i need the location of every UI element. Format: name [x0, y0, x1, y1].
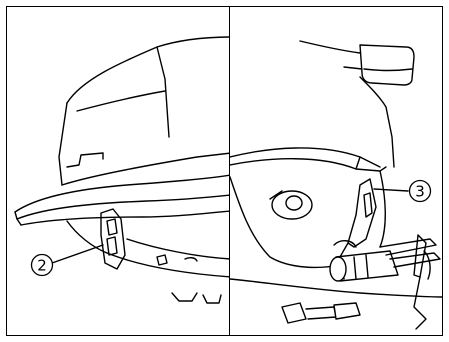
panel-left: 2	[6, 6, 230, 336]
tow-eye-installed-drawing: 3	[230, 7, 443, 336]
callout-2: 2	[32, 255, 53, 276]
front-bumper-tow-eye-drawing: 2	[7, 7, 230, 336]
callout-2-label: 2	[37, 257, 47, 275]
callout-3: 3	[410, 181, 431, 202]
callout-3-label: 3	[415, 183, 425, 201]
panel-right: 3	[229, 6, 443, 336]
